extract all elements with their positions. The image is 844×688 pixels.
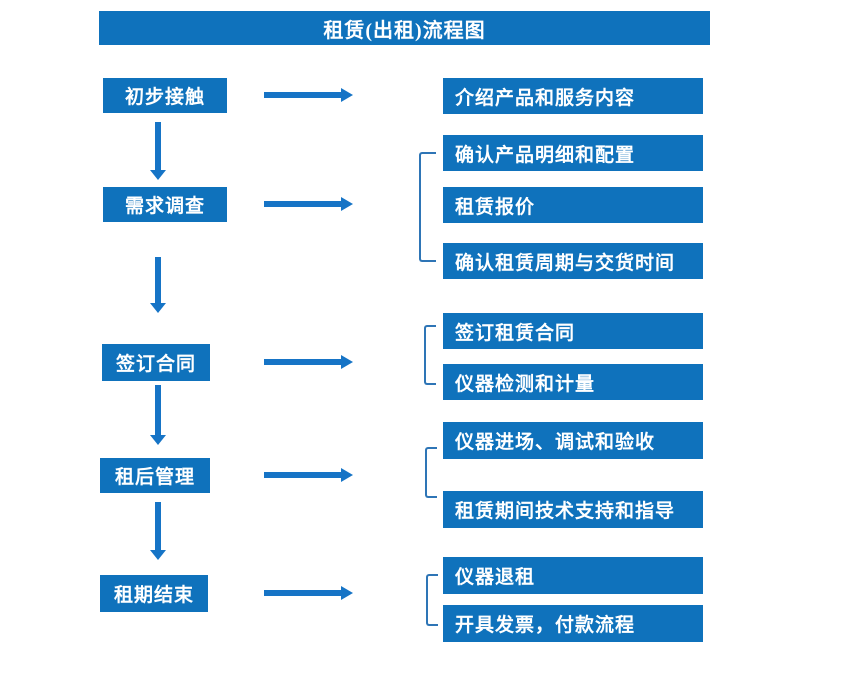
right-arrow-icon xyxy=(264,197,353,211)
detail-box-invoice-payment: 开具发票，付款流程 xyxy=(443,605,703,642)
down-arrow-icon xyxy=(150,502,166,560)
detail-box-confirm-details-config: 确认产品明细和配置 xyxy=(443,135,703,171)
down-arrow-icon xyxy=(150,257,166,313)
step-box-rental-end: 租期结束 xyxy=(100,575,208,612)
bracket-icon xyxy=(425,447,437,498)
down-arrow-icon xyxy=(150,122,166,180)
bracket-icon xyxy=(426,574,438,626)
detail-box-instrument-setup-acceptance: 仪器进场、调试和验收 xyxy=(443,422,703,459)
detail-box-confirm-period-delivery: 确认租赁周期与交货时间 xyxy=(443,243,703,279)
right-arrow-icon xyxy=(264,88,353,102)
detail-box-instrument-testing: 仪器检测和计量 xyxy=(443,364,703,400)
step-box-sign-contract: 签订合同 xyxy=(102,344,210,381)
detail-box-tech-support: 租赁期间技术支持和指导 xyxy=(443,491,703,528)
flow-title: 租赁(出租)流程图 xyxy=(99,11,710,45)
down-arrow-icon xyxy=(150,385,166,445)
bracket-icon xyxy=(419,152,436,262)
right-arrow-icon xyxy=(264,355,353,369)
step-box-initial-contact: 初步接触 xyxy=(103,78,227,113)
detail-box-introduce-products: 介绍产品和服务内容 xyxy=(443,78,703,114)
detail-box-rental-quote: 租赁报价 xyxy=(443,187,703,223)
bracket-icon xyxy=(424,325,436,385)
right-arrow-icon xyxy=(264,468,353,482)
step-box-post-rental-management: 租后管理 xyxy=(100,458,210,493)
step-box-demand-survey: 需求调查 xyxy=(103,187,227,222)
right-arrow-icon xyxy=(264,586,353,600)
detail-box-instrument-return: 仪器退租 xyxy=(443,557,703,594)
detail-box-sign-rental-contract: 签订租赁合同 xyxy=(443,313,703,349)
